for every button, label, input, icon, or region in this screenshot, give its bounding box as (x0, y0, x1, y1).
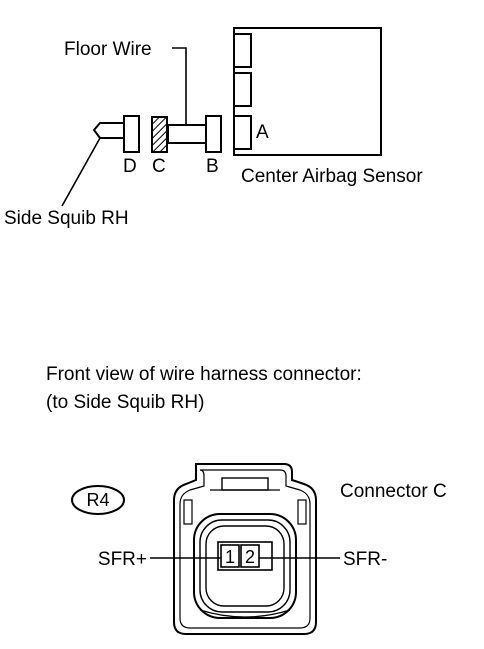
connector-notch-right (297, 499, 307, 525)
connector-c-label: C (152, 156, 166, 177)
connector-name-label: Connector C (340, 481, 447, 502)
pin-cavities (217, 541, 273, 571)
pin-1-cavity (220, 544, 240, 568)
connector-code-label: R4 (86, 490, 109, 510)
connector-lock-tab (221, 477, 269, 491)
pin-2-cavity (240, 544, 260, 568)
pin-1-number: 1 (225, 547, 235, 567)
pin-2-signal-label: SFR- (343, 549, 387, 570)
connector-a-label: A (256, 122, 269, 143)
floor-wire-label: Floor Wire (64, 39, 152, 60)
floor-wire-harness (167, 124, 207, 144)
connector-bottom-rim (199, 609, 291, 618)
pin-1-signal-label: SFR+ (98, 549, 147, 570)
connector-d-label: D (123, 156, 137, 177)
connector-code-badge (71, 485, 125, 515)
connector-d (123, 115, 140, 153)
connector-b-label: B (206, 156, 219, 177)
connector-seal-outer (193, 513, 297, 619)
pin-2-number: 2 (245, 547, 255, 567)
squib-stub (92, 122, 124, 139)
side-squib-leader (61, 137, 101, 207)
connector-housing (173, 463, 317, 635)
connector-c (151, 116, 168, 153)
connector-inner-shell (179, 469, 311, 629)
connector-seal-inner (205, 525, 285, 607)
connector-b (205, 115, 222, 153)
sensor-connector-a (233, 115, 252, 150)
connector-notch-left (183, 499, 193, 525)
connector-outer-shell (173, 463, 317, 635)
connector-view-title: Front view of wire harness connector: (46, 364, 362, 385)
side-squib-rh-label: Side Squib RH (4, 208, 129, 229)
sensor-slot-1 (233, 33, 252, 68)
connector-seal-middle (199, 519, 291, 613)
floor-wire-leader (172, 47, 187, 125)
center-airbag-sensor-label: Center Airbag Sensor (241, 166, 423, 187)
wiring-diagram (61, 27, 382, 207)
sensor-slot-2 (233, 72, 252, 107)
connector-view-subtitle: (to Side Squib RH) (46, 392, 204, 413)
